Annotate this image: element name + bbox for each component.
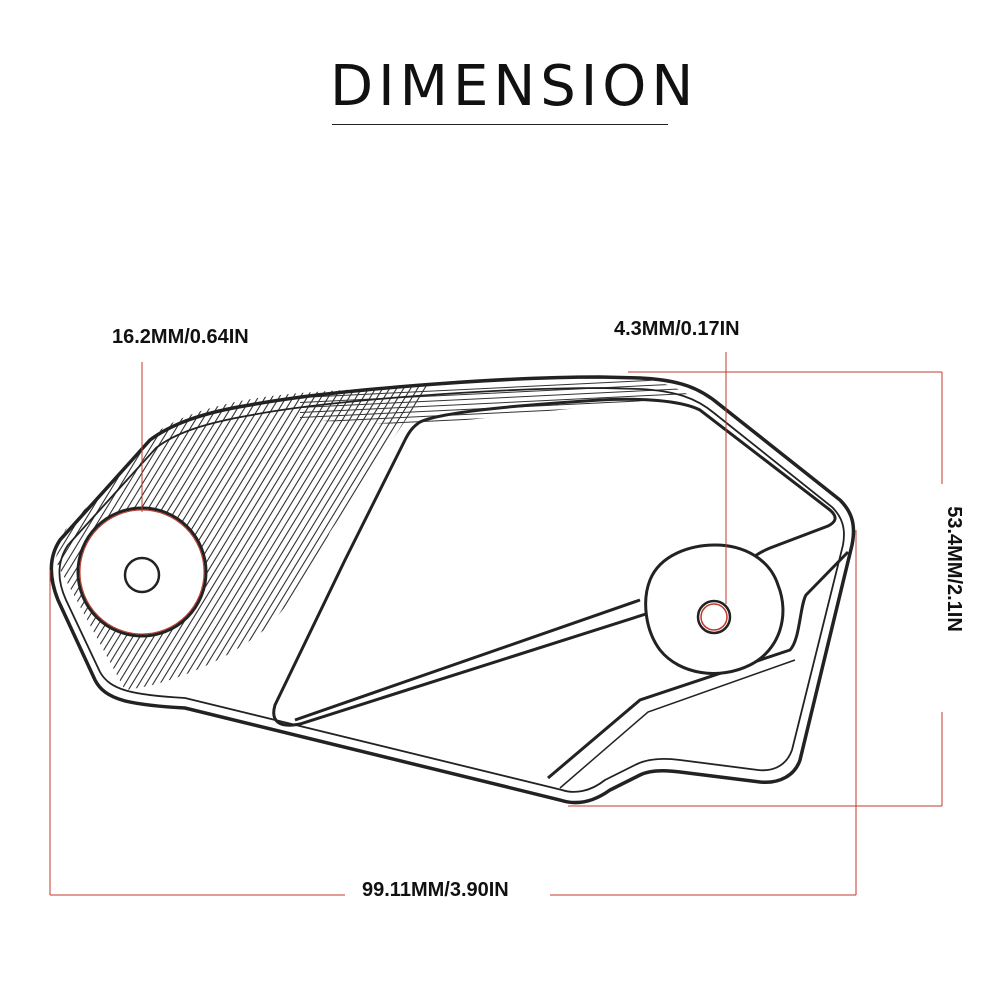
hatch-line (0, 360, 15, 720)
hatch-line (0, 360, 29, 720)
large-hole-dimension-label: 16.2MM/0.64IN (112, 326, 249, 348)
hatch-line (55, 384, 65, 690)
lower-band (547, 550, 850, 780)
hatch-line (488, 360, 708, 720)
hatch-line (137, 384, 359, 690)
hatch-line (116, 384, 338, 690)
dimension-lines (49, 352, 943, 896)
hatch-line (0, 360, 8, 720)
diagonal-edge (294, 598, 641, 722)
hatch-line (109, 384, 331, 690)
part-outline-inner (58, 387, 845, 793)
hatch-line (382, 384, 430, 690)
hatch-line (0, 360, 50, 720)
hatch-line (0, 360, 1, 720)
lower-band-inner (559, 659, 796, 789)
hatch-line (403, 384, 430, 690)
hatch-line (474, 360, 694, 720)
hatch-line (130, 384, 352, 690)
hatch-line (467, 360, 687, 720)
hatch-line (460, 360, 680, 720)
hatch-line (179, 384, 401, 690)
hatch-pattern-top (300, 377, 690, 425)
hatch-line (300, 382, 690, 404)
width-dimension-label: 99.11MM/3.90IN (362, 879, 509, 901)
hatch-line (300, 407, 690, 425)
hatch-line (481, 360, 701, 720)
hatch-line (0, 360, 22, 720)
hatch-line (123, 384, 345, 690)
small-hole-dimension-label: 4.3MM/0.17IN (614, 318, 740, 340)
hatch-line (300, 377, 690, 399)
raised-plate (272, 397, 837, 727)
small-hole-red-edge (700, 603, 728, 631)
hatch-line (300, 392, 690, 414)
title-underline (332, 124, 668, 125)
part-outline (49, 375, 856, 805)
hatch-line (300, 387, 690, 409)
hatch-line (389, 384, 430, 690)
hatch-line (144, 384, 366, 690)
page-title: DIMENSION (330, 54, 699, 119)
hatch-line (0, 360, 43, 720)
large-hole (123, 556, 161, 594)
hatch-line (55, 384, 93, 690)
height-dimension-label: 53.4MM/2.1IN (943, 506, 965, 632)
small-hole (696, 599, 732, 635)
hatch-line (95, 384, 317, 690)
hatch-line (0, 360, 36, 720)
hatch-line (102, 384, 324, 690)
hatch-line (151, 384, 373, 690)
hatch-line (396, 384, 430, 690)
hatch-line (55, 384, 58, 690)
